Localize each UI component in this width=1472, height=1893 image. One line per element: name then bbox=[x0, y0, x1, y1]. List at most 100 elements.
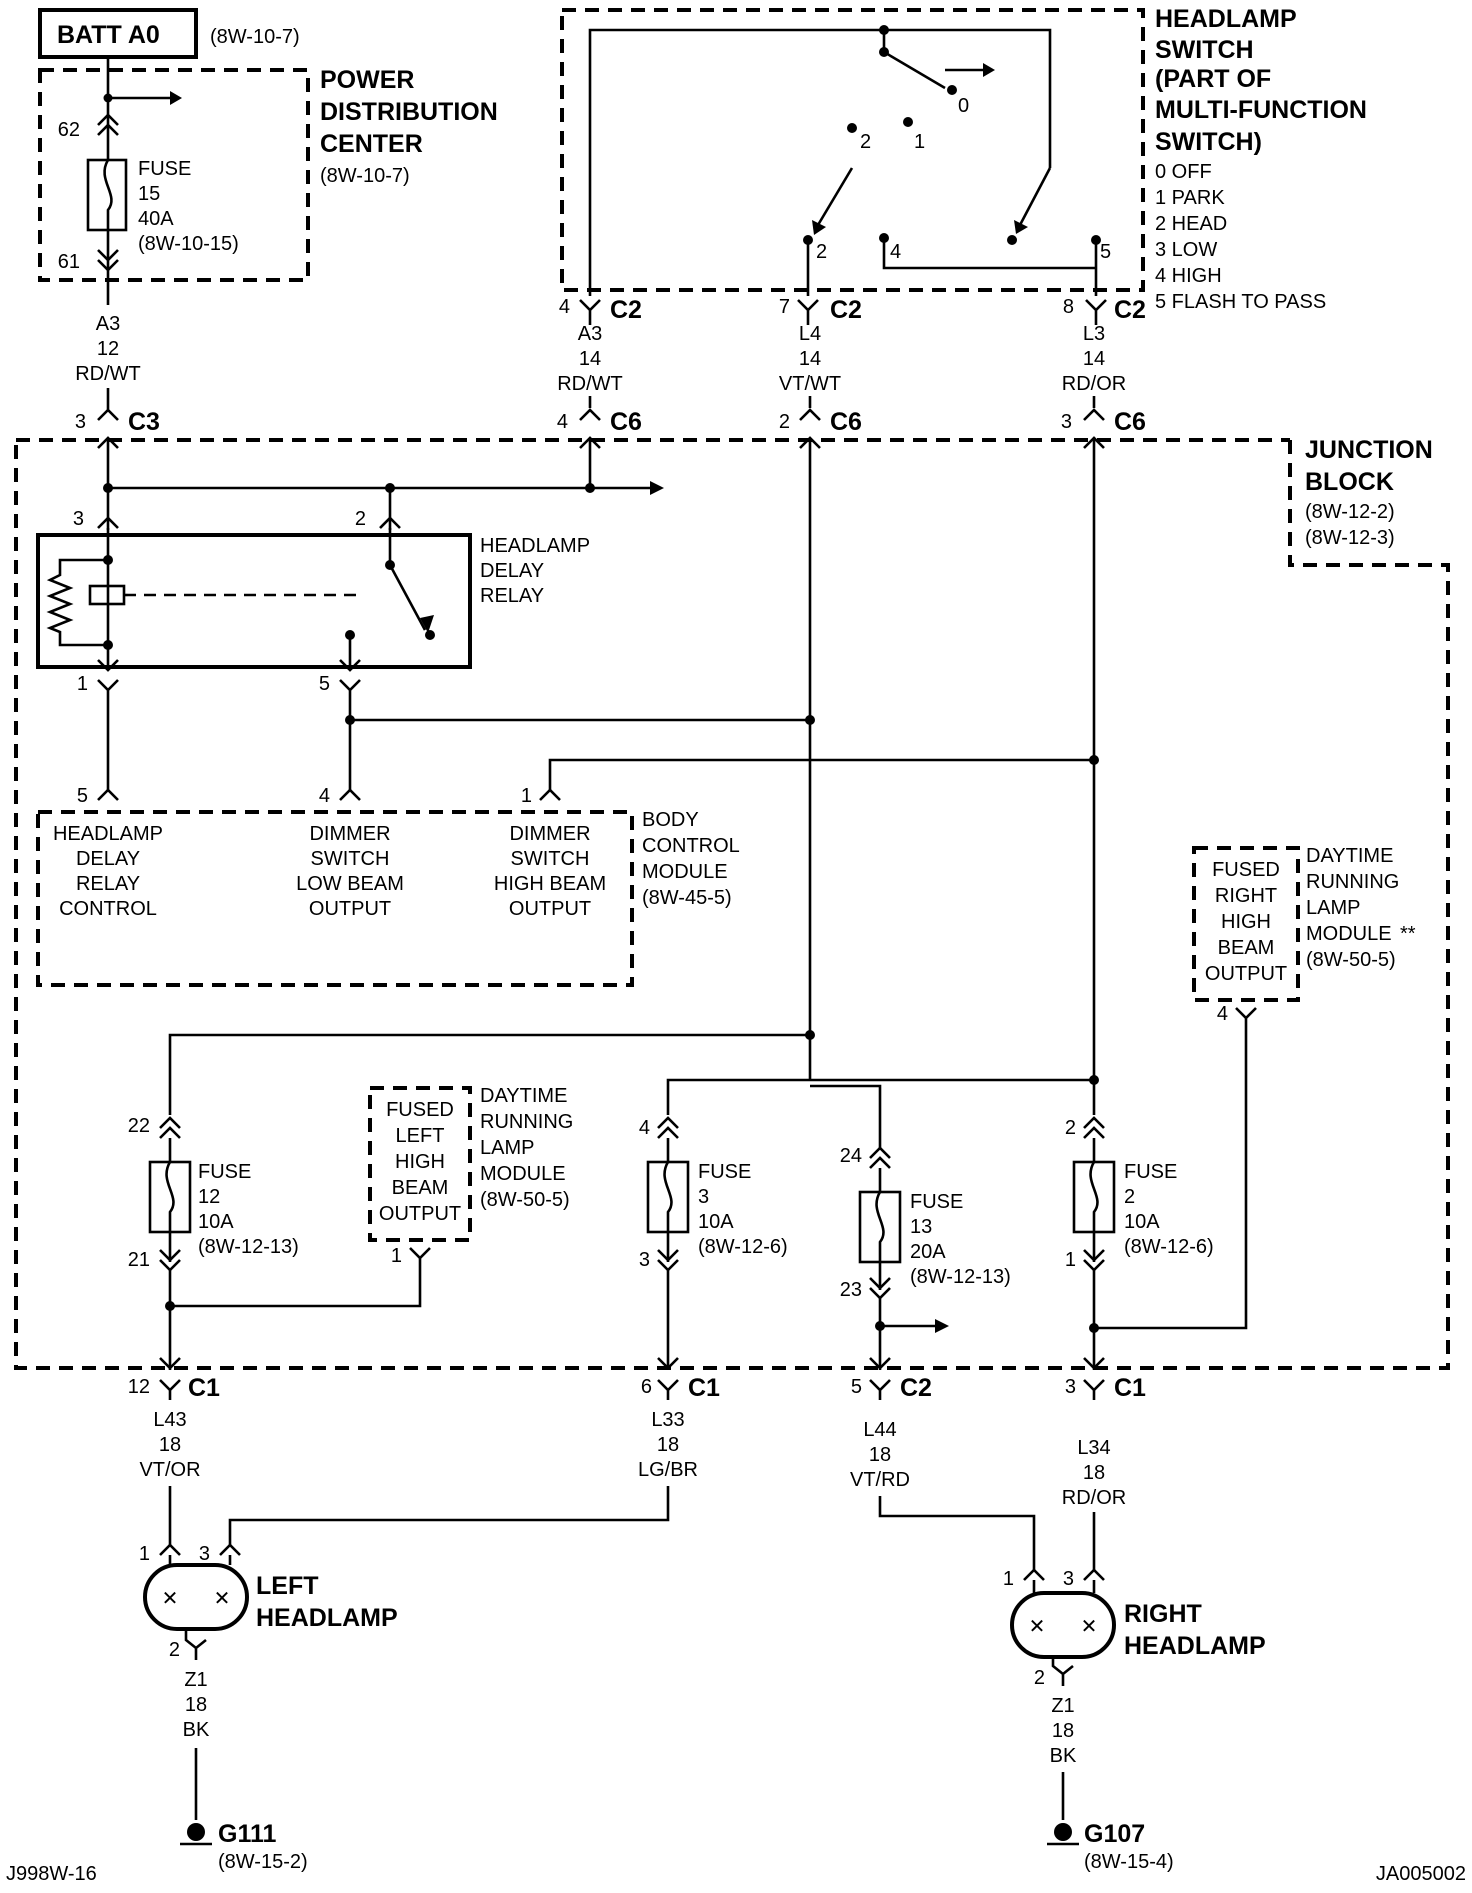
switch-contact-0 bbox=[947, 85, 957, 95]
switch-c2-connectors: 4 C2 7 C2 8 C2 A3 14 RD/WT L4 14 VT/WT L… bbox=[557, 296, 1146, 408]
wire-a3-14-name: A3 bbox=[578, 323, 602, 345]
switch-title-4: MULTI-FUNCTION bbox=[1155, 96, 1367, 124]
relay-pin-2-symbol bbox=[379, 516, 401, 529]
right-headlamp-leads bbox=[1032, 1580, 1096, 1593]
bcm-out1-2: DELAY bbox=[76, 848, 140, 870]
fuse-3: 4 3 FUSE 3 10A (8W-12-6) bbox=[639, 1116, 788, 1370]
fuse-2-pin-out: 1 bbox=[1065, 1249, 1076, 1271]
drl-right-box-4: BEAM bbox=[1218, 937, 1275, 959]
drl-left-box-4: BEAM bbox=[392, 1177, 449, 1199]
right-headlamp-bulb bbox=[1010, 1591, 1116, 1659]
drl-module-left: FUSED LEFT HIGH BEAM OUTPUT DAYTIME RUNN… bbox=[165, 1085, 573, 1311]
c2-4-name: C2 bbox=[610, 296, 642, 324]
fuse-12-pin-out: 21 bbox=[128, 1249, 150, 1271]
left-headlamp-pin-2: 2 bbox=[169, 1639, 180, 1661]
relay-title-1: HEADLAMP bbox=[480, 535, 590, 557]
fuse-2-line-1: FUSE bbox=[1124, 1161, 1177, 1183]
bcm-out3-2: SWITCH bbox=[511, 848, 590, 870]
drl-left-box-3: HIGH bbox=[395, 1151, 445, 1173]
junction-ref-2: (8W-12-3) bbox=[1305, 527, 1395, 549]
bcm-pin-5: 5 bbox=[77, 785, 88, 807]
junction-outline bbox=[14, 438, 1450, 1370]
drl-left-title-4: MODULE bbox=[480, 1163, 566, 1185]
switch-blade bbox=[883, 50, 946, 90]
high-beam-bus bbox=[548, 758, 1094, 790]
out-arrow-l44 bbox=[869, 1357, 891, 1370]
bcm-out2-1: DIMMER bbox=[309, 823, 390, 845]
fuse-12-line-1: FUSE bbox=[198, 1161, 251, 1183]
fuse-12: 22 21 FUSE 12 10A (8W-12-13) bbox=[128, 1115, 299, 1370]
fuse-3-feed bbox=[666, 1078, 1094, 1115]
drl-right-box-2: RIGHT bbox=[1215, 885, 1277, 907]
wire-l33-name: L33 bbox=[651, 1409, 684, 1431]
fuse-2-pin-in-symbol bbox=[1083, 1116, 1105, 1139]
g111-name: G111 bbox=[218, 1820, 276, 1848]
body-control-module: 5 4 1 HEADLAMP DELAY RELAY CONTROL DIMME… bbox=[36, 785, 740, 987]
pdc-fuse-line-1: FUSE bbox=[138, 158, 191, 180]
fuse-12-pin-in-symbol bbox=[159, 1116, 181, 1139]
relay-pin-1: 1 bbox=[77, 673, 88, 695]
right-headlamp-pin-2: 2 bbox=[1034, 1667, 1045, 1689]
l4-internal-arrow bbox=[799, 436, 821, 449]
relay-out-arrows bbox=[97, 659, 361, 672]
drl-right-box-3: HIGH bbox=[1221, 911, 1271, 933]
drl-right-title-5: (8W-50-5) bbox=[1306, 949, 1396, 971]
wire-a3-14-color: RD/WT bbox=[557, 373, 623, 395]
drl-right-box-1: FUSED bbox=[1212, 859, 1280, 881]
c2-8-pin: 8 bbox=[1063, 296, 1074, 318]
right-headlamp: 1 3 ✕ ✕ RIGHT HEADLAMP 2 Z1 18 BK G107 (… bbox=[1003, 1568, 1266, 1873]
switch-pos-2: 2 HEAD bbox=[1155, 213, 1227, 235]
pdc-branch-arrow bbox=[170, 91, 182, 105]
switch-pos-4: 4 HIGH bbox=[1155, 265, 1222, 287]
wire-z1-right-gauge: 18 bbox=[1052, 1720, 1074, 1742]
c6-2-name: C6 bbox=[830, 408, 862, 436]
c1-12-symbol bbox=[159, 1379, 181, 1400]
bcm-out3-3: HIGH BEAM bbox=[494, 873, 606, 895]
switch-contact-5-label: 5 bbox=[1100, 241, 1111, 263]
relay-title-3: RELAY bbox=[480, 585, 544, 607]
relay-contact-blade bbox=[388, 564, 427, 631]
junction-block: JUNCTION BLOCK (8W-12-2) (8W-12-3) HEADL… bbox=[14, 436, 1450, 1370]
fuse-2-line-3: 10A bbox=[1124, 1211, 1160, 1233]
relay-pin-5-symbol bbox=[339, 679, 361, 700]
pdc-pin-61-symbol bbox=[97, 249, 119, 272]
fuse-13-pin-out: 23 bbox=[840, 1279, 862, 1301]
wire-l4-color: VT/WT bbox=[779, 373, 841, 395]
c6-4-internal-arrow bbox=[579, 436, 601, 449]
left-headlamp-filament-2: ✕ bbox=[214, 1588, 231, 1610]
fuse-2-pin-in: 2 bbox=[1065, 1117, 1076, 1139]
fuse-13-pin-in-symbol bbox=[869, 1146, 891, 1169]
bcm-title-1: BODY bbox=[642, 809, 699, 831]
wire-l44-gauge: 18 bbox=[869, 1444, 891, 1466]
output-connectors: 12 C1 6 C1 5 C2 3 C1 L43 18 VT/OR L33 18… bbox=[128, 1357, 1146, 1570]
fuse-2-line-2: 2 bbox=[1124, 1186, 1135, 1208]
c2-4-pin: 4 bbox=[559, 296, 570, 318]
pdc-ref: (8W-10-7) bbox=[320, 165, 410, 187]
relay-pin-3-symbol bbox=[97, 516, 119, 529]
bcm-out2-2: SWITCH bbox=[311, 848, 390, 870]
switch-contact-3-label: 2 bbox=[816, 241, 827, 263]
pdc-fuse-element bbox=[103, 159, 113, 230]
c1-6-name: C1 bbox=[688, 1374, 720, 1402]
wire-l3-color: RD/OR bbox=[1062, 373, 1126, 395]
drl-left-title-1: DAYTIME bbox=[480, 1085, 567, 1107]
c2-7-symbol bbox=[797, 299, 819, 325]
pdc-title-1: POWER bbox=[320, 66, 414, 94]
left-headlamp-title-1: LEFT bbox=[256, 1572, 319, 1600]
wire-l44-name: L44 bbox=[863, 1419, 896, 1441]
pdc-pin-62: 62 bbox=[58, 119, 80, 141]
batt-label: BATT A0 bbox=[57, 21, 160, 49]
fuse-13-line-1: FUSE bbox=[910, 1191, 963, 1213]
left-headlamp-pin-2-symbol bbox=[184, 1630, 207, 1660]
switch-contact-2-label: 2 bbox=[860, 131, 871, 153]
switch-title-1: HEADLAMP bbox=[1155, 5, 1297, 33]
wire-l4-gauge: 14 bbox=[799, 348, 821, 370]
drl-right-title-3: LAMP bbox=[1306, 897, 1360, 919]
wire-l43-name: L43 bbox=[153, 1409, 186, 1431]
switch-title-3: (PART OF bbox=[1155, 65, 1271, 93]
wire-z1-left-gauge: 18 bbox=[185, 1694, 207, 1716]
g111-ground-icon bbox=[187, 1823, 205, 1841]
batt-label-block: BATT A0 (8W-10-7) bbox=[38, 8, 300, 59]
drl-module-right: FUSED RIGHT HIGH BEAM OUTPUT DAYTIME RUN… bbox=[1089, 845, 1416, 1333]
drl-left-outline bbox=[368, 1086, 472, 1242]
